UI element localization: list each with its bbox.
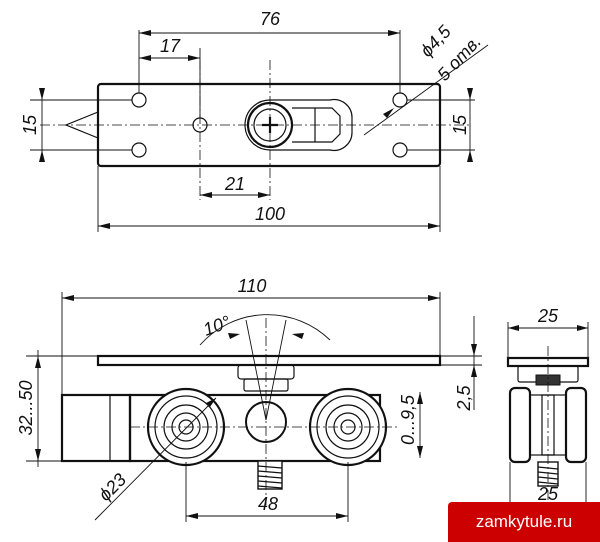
dim-adjust-range: 0...9,5 [398, 394, 418, 445]
dim-25-top: 25 [537, 306, 559, 326]
dim-48: 48 [258, 494, 278, 514]
hole-bottom-left [131, 142, 147, 158]
front-view: 10° 110 32...50 2,5 0...9,5 ϕ23 48 [16, 276, 482, 522]
dim-17: 17 [160, 36, 181, 56]
dim-plate-thickness: 2,5 [454, 385, 474, 412]
hole-top-left [131, 92, 147, 108]
dim-wheel-diameter: ϕ23 [95, 469, 130, 504]
adjuster-screw [244, 98, 353, 152]
dim-76: 76 [260, 9, 281, 29]
cross-slot-icon [262, 117, 278, 133]
dim-15-right: 15 [450, 114, 470, 135]
side-view: 25 25 [506, 306, 590, 512]
hole-bottom-right [392, 142, 408, 158]
dim-100: 100 [255, 204, 285, 224]
side-wheel-left [508, 386, 532, 464]
dim-25-bottom: 25 [537, 484, 559, 504]
site-watermark[interactable]: zamkytule.ru [448, 502, 600, 542]
dim-height-range: 32...50 [16, 380, 36, 435]
carriage-body-left [60, 393, 132, 463]
dim-15-left: 15 [20, 114, 40, 135]
front-plate [96, 354, 442, 367]
side-wheel-right [564, 386, 588, 464]
dim-110: 110 [238, 276, 267, 296]
dim-tilt-angle: 10° [201, 312, 233, 340]
watermark-text: zamkytule.ru [475, 512, 573, 531]
dim-21: 21 [224, 174, 245, 194]
top-view: 76 17 ϕ4,5 5 отв. 15 15 21 100 [20, 9, 489, 232]
threaded-stud [257, 460, 283, 490]
